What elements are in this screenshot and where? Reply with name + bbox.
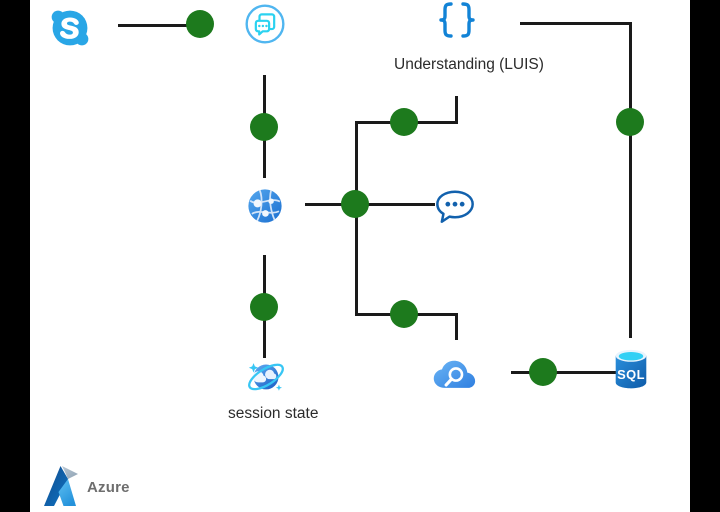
node-luis-hub[interactable]: [390, 108, 418, 136]
connector-top-rail: [520, 22, 632, 25]
skype-icon[interactable]: [48, 6, 92, 50]
connector-center-spine: [355, 121, 358, 315]
app-service-icon[interactable]: [244, 185, 286, 227]
connector-search-to-sql: [511, 371, 624, 374]
connector-luis-riser: [455, 96, 458, 123]
connector-appservice-to-hub: [305, 203, 435, 206]
label-luis: Understanding (LUIS): [394, 56, 544, 73]
letterbox-left: [0, 0, 30, 512]
cosmos-db-icon[interactable]: [243, 353, 289, 399]
connector-skype-to-bot: [118, 24, 211, 27]
node-skype-bot[interactable]: [186, 10, 214, 38]
node-right-rail[interactable]: [616, 108, 644, 136]
letterbox-right: [690, 0, 720, 512]
node-search-sql[interactable]: [529, 358, 557, 386]
diagram-canvas: SQL Understanding (LUIS) session state: [30, 0, 690, 512]
node-bot-app[interactable]: [250, 113, 278, 141]
sql-db-icon[interactable]: SQL: [609, 347, 653, 393]
connector-right-rail: [629, 22, 632, 338]
connector-search-riser: [455, 313, 458, 340]
svg-text:SQL: SQL: [617, 367, 645, 382]
node-search-hub[interactable]: [390, 300, 418, 328]
search-icon[interactable]: [431, 355, 479, 395]
luis-braces-icon[interactable]: [428, 0, 484, 50]
node-app-hub[interactable]: [341, 190, 369, 218]
node-app-cosmos[interactable]: [250, 293, 278, 321]
bot-service-icon[interactable]: [243, 2, 287, 46]
qna-chat-icon[interactable]: [432, 186, 478, 228]
azure-brand-label: Azure: [87, 479, 130, 496]
azure-logo: [38, 462, 86, 510]
label-session-state: session state: [228, 405, 319, 422]
